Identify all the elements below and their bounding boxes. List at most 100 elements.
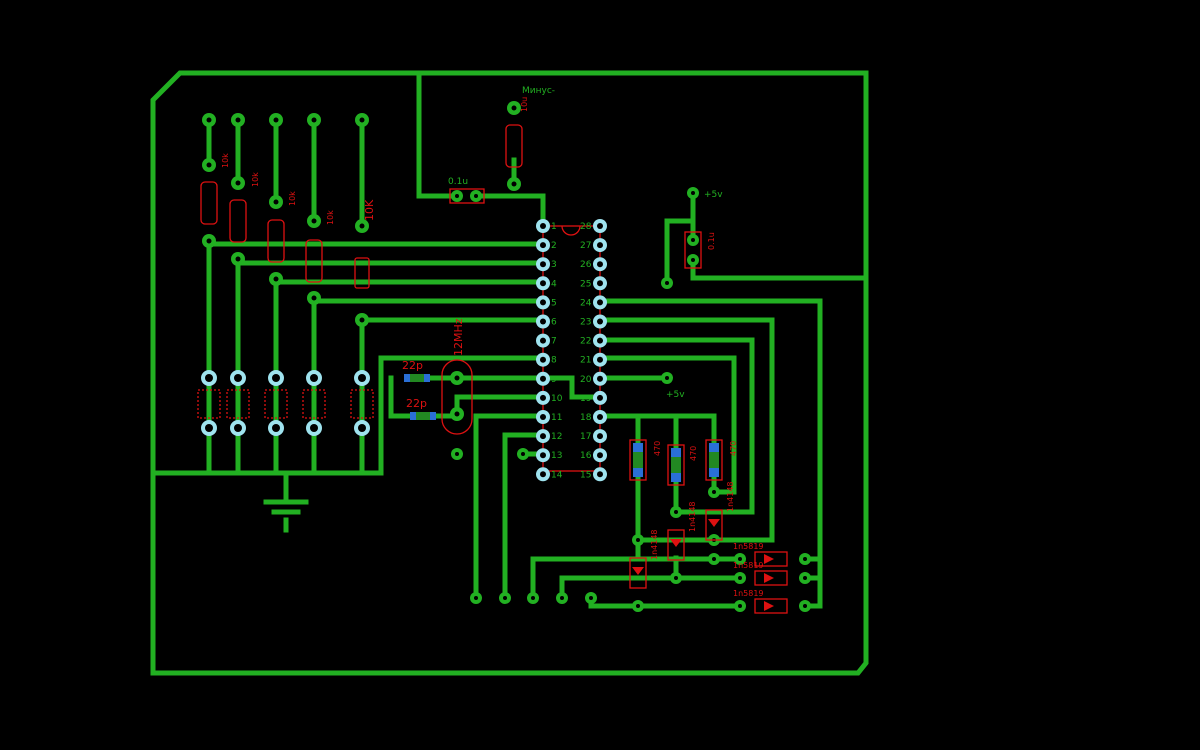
ic-pad-hole xyxy=(540,299,546,306)
ic-pin-label-right: 24 xyxy=(580,298,592,308)
ic-pad-hole xyxy=(597,414,603,420)
crystal-label: 12MHz xyxy=(452,318,465,356)
ground-symbol xyxy=(263,499,309,533)
ic-pin-label-right: 15 xyxy=(580,470,591,480)
cap-10u-label: 10u xyxy=(520,97,529,112)
ic-pad-hole xyxy=(597,299,603,306)
ic-pin-label-right: 22 xyxy=(580,337,591,347)
r10k-small-label-3: 10k xyxy=(288,191,297,206)
ic-pin-label-right: 18 xyxy=(580,413,592,423)
crystal-silkscreen xyxy=(441,188,702,435)
resistor-pads xyxy=(202,113,369,327)
pads xyxy=(202,101,811,612)
ic-pad-hole xyxy=(540,280,546,287)
ic-pin-label-left: 6 xyxy=(551,318,557,328)
switch-silkscreen xyxy=(197,389,374,419)
diode-1n4148-label-2: 1n4148 xyxy=(688,501,697,532)
crystal-pads xyxy=(450,371,673,460)
ic-pin-label-right: 28 xyxy=(580,222,592,232)
top-component-pads xyxy=(451,101,699,289)
smd-cap-22p-a xyxy=(404,374,430,382)
ic-pad-hole xyxy=(540,242,546,249)
ic-pin-label-right: 26 xyxy=(580,260,592,270)
cap-22p-b-label: 22p xyxy=(406,397,427,410)
diode-pads xyxy=(734,553,811,612)
ic-pad-hole xyxy=(540,337,546,344)
r10k-small-label-4: 10k xyxy=(326,210,335,225)
diode-1n5819-label-1: 1n5819 xyxy=(733,542,764,551)
ic-pad-hole xyxy=(540,471,546,478)
ic-pin-label-left: 9 xyxy=(551,375,557,385)
ic-pad-hole xyxy=(540,261,546,268)
ic-pad-hole xyxy=(540,414,546,420)
ic-pad-hole xyxy=(597,471,603,478)
diode-1n4148-label-3: 1n4148 xyxy=(650,529,659,560)
led-resistor-pads xyxy=(632,486,720,612)
plus5v-mid-label: +5v xyxy=(666,390,685,400)
ic-pad-hole xyxy=(597,337,603,344)
ic-pad-hole xyxy=(540,223,546,229)
ic-pad-hole xyxy=(597,261,603,268)
switch-pads xyxy=(201,370,370,436)
ic-pin-label-left: 5 xyxy=(551,298,557,308)
r470-label-2: 470 xyxy=(689,446,698,461)
ic-pin-label-left: 4 xyxy=(551,279,557,289)
ic-pad-hole xyxy=(597,280,603,287)
ic-pad-hole xyxy=(597,223,603,229)
minus-label: Минус- xyxy=(522,86,555,96)
ic-pad-hole xyxy=(540,433,546,440)
ic-pad-hole xyxy=(540,375,546,382)
diodes-1n4148 xyxy=(629,509,723,589)
ic-pin-label-left: 12 xyxy=(551,432,562,442)
ic-pad-hole xyxy=(597,318,603,325)
r10k-label: 10K xyxy=(363,199,376,221)
smd-resistors-470 xyxy=(629,439,723,486)
ic-pin-label-right: 21 xyxy=(580,356,591,366)
r10k-small-label-2: 10k xyxy=(251,172,260,187)
ic-pad-hole xyxy=(540,356,546,363)
bottom-header-pads xyxy=(470,592,597,604)
diodes-1n5819 xyxy=(754,551,788,614)
ic-pin-label-left: 11 xyxy=(551,413,562,423)
plus5v-top-label: +5v xyxy=(704,190,723,200)
ic-pads xyxy=(536,219,607,482)
smd-cap-22p-b xyxy=(410,412,436,420)
ic-pad-hole xyxy=(597,394,603,401)
ic-pin-label-left: 2 xyxy=(551,241,557,251)
cap-22p-a-label: 22p xyxy=(402,359,423,372)
board-labels: Минус- 10u 0.1u +5v 0.1u +5v 10K 10k 10k… xyxy=(221,86,764,598)
ic-pin-label-right: 23 xyxy=(580,318,591,328)
r470-label-1: 470 xyxy=(653,441,662,456)
ic-pin-label-left: 3 xyxy=(551,260,557,270)
ic-pin-label-right: 25 xyxy=(580,279,591,289)
ic-pad-hole xyxy=(597,433,603,440)
diode-1n5819-label-3: 1n5819 xyxy=(733,589,764,598)
ic-pin-label-right: 17 xyxy=(580,432,591,442)
board-outline xyxy=(150,70,869,676)
copper-traces xyxy=(150,70,869,609)
diode-1n5819-label-2: 1n5819 xyxy=(733,561,764,570)
ic-pin-label-right: 19 xyxy=(580,394,592,404)
r470-label-3: 470 xyxy=(729,441,738,456)
cap-01u-left-label: 0.1u xyxy=(448,177,468,187)
r10k-small-label-1: 10k xyxy=(221,153,230,168)
ic-pin-label-left: 10 xyxy=(551,394,563,404)
ic-pad-hole xyxy=(597,242,603,249)
ic-pad-hole xyxy=(597,452,603,459)
diode-1n4148-label-1: 1n4148 xyxy=(726,481,735,512)
ic-pin-label-left: 8 xyxy=(551,356,557,366)
ic-pad-hole xyxy=(540,394,546,401)
ic-pin-label-right: 27 xyxy=(580,241,591,251)
ic-pad-hole xyxy=(597,375,603,382)
ic-pin-label-left: 13 xyxy=(551,451,562,461)
ic-pin-label-right: 16 xyxy=(580,451,592,461)
cap-01u-right-label: 0.1u xyxy=(707,232,716,250)
ic-right-pin-labels: 28 27 26 25 24 23 22 21 20 19 18 17 16 15 xyxy=(580,222,592,480)
ic-pad-hole xyxy=(597,356,603,363)
ic-pin-label-left: 1 xyxy=(551,222,557,232)
ic-pad-hole xyxy=(540,318,546,325)
ic-pin-label-right: 20 xyxy=(580,375,592,385)
